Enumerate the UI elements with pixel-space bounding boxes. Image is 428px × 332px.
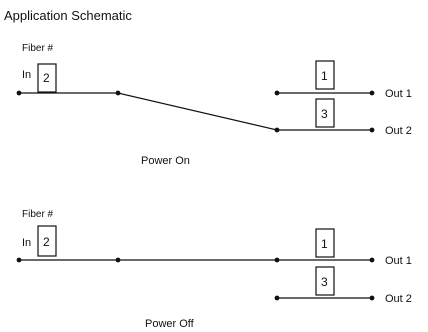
- out-2-fiber-number: 3: [321, 275, 328, 289]
- power-off-schematic: Fiber # In 2 1 Out 1 3 Out 2 Power Off: [16, 209, 412, 330]
- out-2-left-node: [274, 127, 280, 133]
- out-1-fiber-box: [315, 228, 335, 258]
- out-2-right-node: [369, 127, 375, 133]
- input-fiber-box: [37, 225, 57, 257]
- input-label: In: [22, 237, 31, 249]
- out-1-fiber-number: 1: [321, 69, 328, 83]
- out-2-fiber-box: [315, 266, 335, 296]
- out-2-fiber-box: [315, 98, 335, 128]
- out-1-label: Out 1: [385, 88, 412, 100]
- out-1-fiber-box: [315, 60, 335, 90]
- fiber-number-label: Fiber #: [22, 43, 54, 54]
- input-fiber-box: [37, 63, 57, 93]
- input-start-node: [16, 90, 22, 96]
- switch-arm-to-out-2: [117, 92, 278, 131]
- fiber-number-label: Fiber #: [22, 209, 54, 220]
- out-1-label: Out 1: [385, 255, 412, 267]
- out-2-right-node: [369, 295, 375, 301]
- out-1-fiber-number: 1: [321, 237, 328, 251]
- out-2-label: Out 2: [385, 293, 412, 305]
- out-1-right-node: [369, 90, 375, 96]
- input-start-node: [16, 257, 22, 263]
- out-1-right-node: [369, 257, 375, 263]
- input-label: In: [22, 69, 31, 81]
- input-fiber-number: 2: [43, 71, 50, 85]
- power-on-caption: Power On: [141, 155, 190, 167]
- out-2-left-node: [274, 295, 280, 301]
- diagram-title: Application Schematic: [4, 8, 132, 23]
- input-fiber-number: 2: [43, 235, 50, 249]
- out-1-left-node: [274, 90, 280, 96]
- out-1-left-node: [274, 257, 280, 263]
- out-2-fiber-number: 3: [321, 107, 328, 121]
- power-on-schematic: Fiber # In 2 1 Out 1 3 Out 2 Power On: [16, 43, 412, 167]
- power-off-caption: Power Off: [145, 318, 195, 330]
- switch-pivot-node: [115, 257, 121, 263]
- out-2-label: Out 2: [385, 125, 412, 137]
